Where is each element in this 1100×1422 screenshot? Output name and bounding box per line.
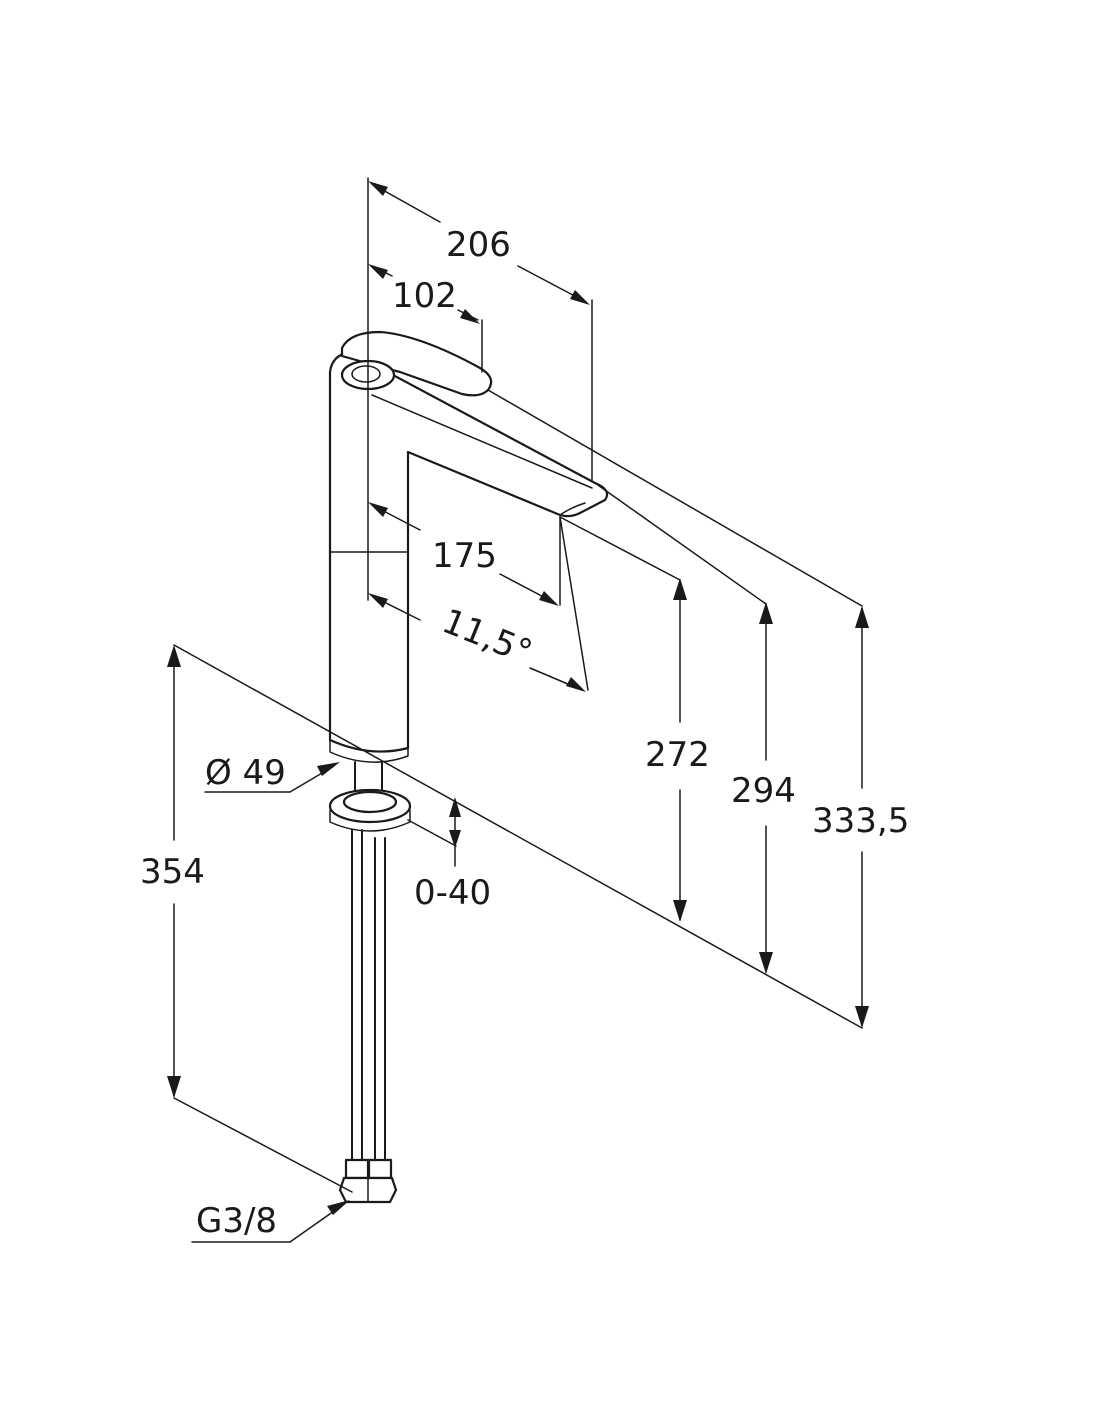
dim-label-102: 102 xyxy=(392,276,457,316)
dim-label-0-40: 0-40 xyxy=(414,873,491,913)
mounting-assembly xyxy=(328,761,412,832)
dim-label-diameter-49: Ø 49 xyxy=(205,753,286,793)
supply-hoses xyxy=(338,829,398,1204)
dim-label-333-5: 333,5 xyxy=(812,801,909,841)
column-base xyxy=(329,739,409,763)
dim-label-294: 294 xyxy=(731,771,796,811)
dim-label-354: 354 xyxy=(140,852,205,892)
dim-label-206: 206 xyxy=(446,225,511,265)
dim-label-175: 175 xyxy=(432,536,497,576)
dimension-lines xyxy=(167,177,869,1243)
lever-handle xyxy=(340,330,493,397)
dim-label-11-5-degrees: 11,5° xyxy=(437,601,538,673)
dimension-labels: 206 102 175 11,5° 272 294 333,5 Ø 49 354… xyxy=(140,225,909,1241)
dim-label-272: 272 xyxy=(645,735,710,775)
dim-label-g3-8: G3/8 xyxy=(196,1201,277,1241)
